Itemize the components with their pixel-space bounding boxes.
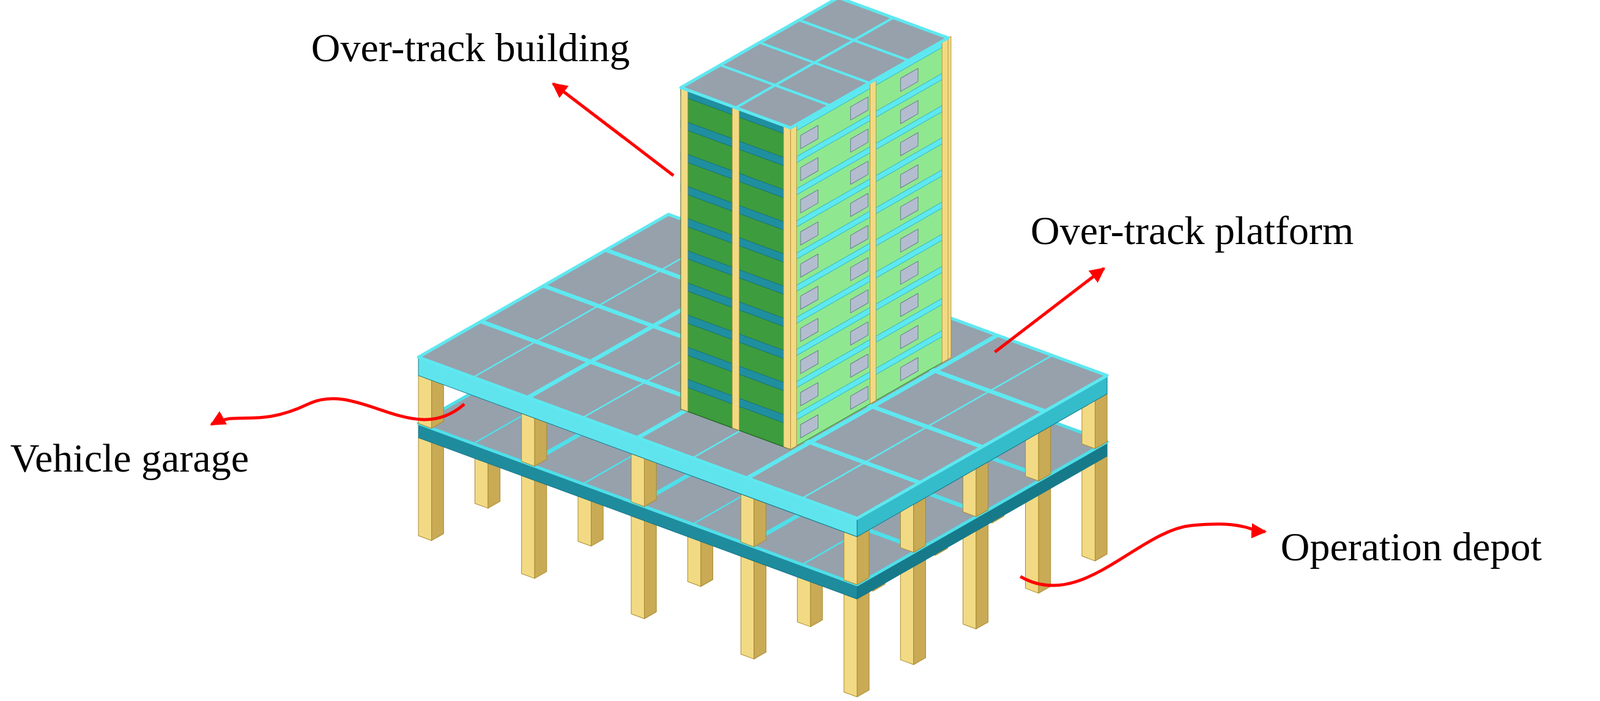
column-face	[1025, 490, 1040, 594]
column-face	[631, 453, 645, 507]
window	[850, 129, 869, 153]
window	[800, 382, 819, 406]
tower-column	[870, 78, 877, 404]
column-face	[418, 437, 432, 541]
window	[850, 321, 869, 345]
window	[900, 292, 919, 317]
part-label: Over-track building	[311, 27, 630, 68]
column-face	[631, 515, 645, 619]
window	[800, 350, 819, 374]
window	[900, 357, 919, 382]
window	[800, 157, 819, 182]
leader-arrows	[211, 83, 1265, 586]
window	[800, 253, 819, 278]
column-face	[521, 413, 536, 467]
column-side	[913, 497, 926, 553]
column-side	[1038, 426, 1051, 482]
column-side	[1094, 393, 1108, 449]
window	[900, 164, 919, 188]
window	[900, 228, 919, 252]
window	[800, 222, 819, 246]
part-label: Vehicle garage	[10, 437, 249, 479]
leader-arrow	[211, 398, 465, 425]
window	[900, 68, 919, 92]
tower-column	[732, 106, 739, 431]
window	[850, 225, 869, 249]
floor-beam	[790, 327, 949, 424]
column-side	[431, 435, 445, 541]
tower-column	[790, 124, 797, 449]
column-face	[962, 525, 977, 629]
window	[900, 196, 919, 221]
window	[850, 96, 869, 120]
window	[800, 318, 819, 342]
column-face	[1081, 458, 1096, 561]
part-label: Over-track platform	[1030, 210, 1354, 251]
column-face	[521, 475, 536, 579]
tower-column	[680, 87, 688, 412]
window	[900, 132, 919, 156]
tower-column	[941, 37, 949, 363]
window	[850, 354, 869, 378]
part-label: Operation depot	[1280, 526, 1542, 567]
window	[850, 160, 869, 185]
column-side	[976, 524, 989, 629]
window	[900, 100, 919, 124]
structure-drawing	[418, 0, 1108, 697]
column-face	[740, 555, 755, 659]
window	[900, 325, 919, 349]
column-face	[844, 532, 858, 585]
column-side	[754, 554, 767, 659]
window	[800, 189, 819, 213]
window	[850, 289, 869, 314]
tower-roof	[680, 0, 949, 128]
window	[850, 257, 869, 281]
column-face	[844, 593, 858, 697]
column-side	[976, 461, 989, 517]
column-side	[1038, 488, 1051, 593]
column-side	[1094, 456, 1108, 561]
roof-beam	[735, 17, 893, 108]
column-side	[856, 529, 870, 585]
column-side	[534, 473, 547, 578]
column-side	[856, 592, 870, 697]
column-face	[900, 562, 914, 665]
leader-arrow	[1020, 524, 1265, 586]
column-side	[913, 559, 926, 665]
leader-arrow	[995, 268, 1104, 353]
window	[850, 385, 869, 410]
window	[800, 414, 819, 438]
tower-face	[680, 87, 791, 449]
window	[800, 125, 819, 149]
column-side	[644, 513, 657, 619]
window	[900, 261, 919, 285]
leader-arrow	[552, 83, 674, 176]
tower-column	[783, 125, 791, 450]
window	[800, 286, 819, 310]
column-face	[740, 494, 755, 547]
window	[850, 193, 869, 217]
